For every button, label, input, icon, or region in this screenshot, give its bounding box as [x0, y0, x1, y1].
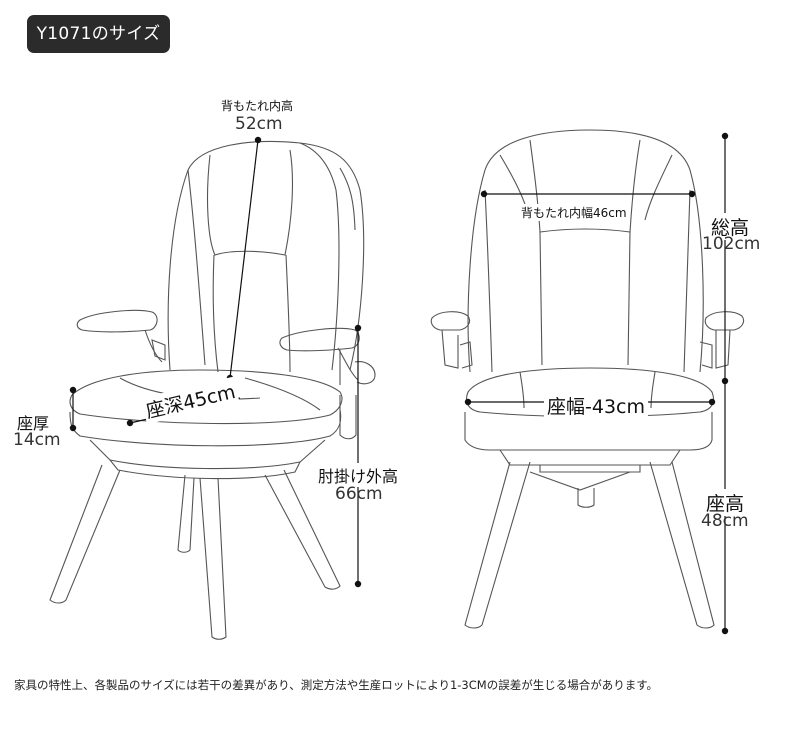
seat-thickness-value: 14cm: [13, 430, 61, 450]
armrest-outer-height-label: 肘掛け外高: [318, 463, 399, 487]
seat-height-label: 座高: [706, 489, 745, 516]
total-height-label: 総高: [711, 213, 750, 240]
armrest-outer-height-value: 66cm: [335, 484, 383, 504]
disclaimer-footnote: 家具の特性上、各製品のサイズには若干の差異があり、測定方法や生産ロットにより1-…: [14, 678, 659, 692]
left-chair-illustration: [49, 140, 376, 640]
total-height-value: 102cm: [702, 234, 761, 254]
backrest-inner-width-label: 背もたれ内幅46cm: [519, 204, 629, 221]
seat-thickness-label: 座厚: [17, 410, 50, 434]
backrest-inner-height-value: 52cm: [235, 114, 283, 134]
seat-width-label: 座幅-43cm: [544, 392, 648, 419]
page-title: Y1071のサイズ: [27, 15, 170, 53]
seat-height-value: 48cm: [701, 511, 749, 531]
backrest-inner-height-label: 背もたれ内高: [221, 99, 294, 113]
